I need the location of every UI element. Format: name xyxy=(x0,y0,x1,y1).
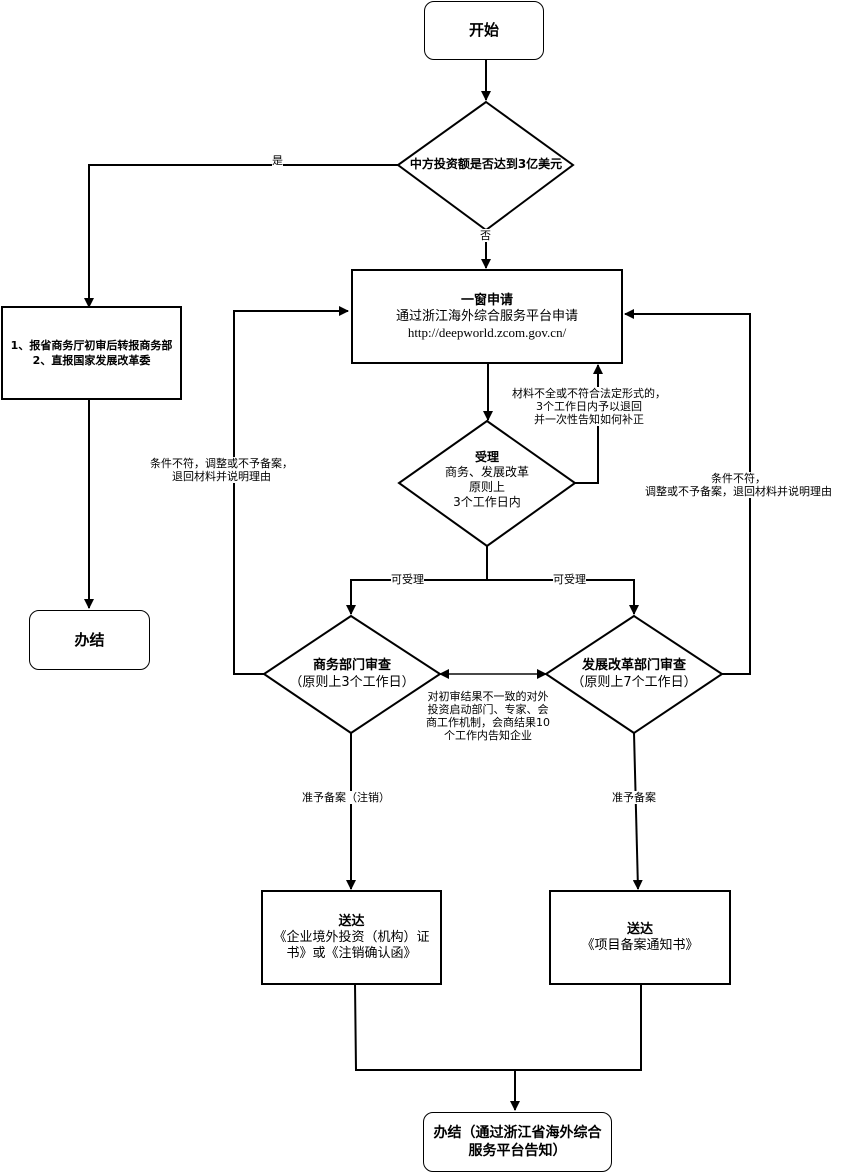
commerce-review-text: 商务部门审查 （原则上3个工作日） xyxy=(280,657,424,691)
edge-label-acceptable-right: 可受理 xyxy=(553,573,586,586)
edge-acceptable-right xyxy=(487,579,639,615)
right-reject-line-1: 条件不符， xyxy=(711,472,766,485)
accept-line-2: 原则上 xyxy=(468,480,505,494)
edge-label-yes: 是 xyxy=(272,154,283,167)
commerce-review-days: （原则上3个工作日） xyxy=(289,675,415,690)
end-final-line-2: 服务平台告知） xyxy=(468,1143,567,1159)
left-reject-line-2: 退回材料并说明理由 xyxy=(172,470,271,483)
edge-label-left-reject: 条件不符，调整或不予备案， 退回材料并说明理由 xyxy=(150,457,293,483)
left-reject-line-1: 条件不符，调整或不予备案， xyxy=(150,457,293,470)
end-left-node: 办结 xyxy=(29,610,150,670)
deliver-left-title: 送达 xyxy=(338,913,365,929)
apply-url: http://deepworld.zcom.gov.cn/ xyxy=(407,324,567,340)
report-box: 1、报省商务厅初审后转报商务部 2、直报国家发展改革委 xyxy=(1,306,182,400)
ndrc-review-days: （原则上7个工作日） xyxy=(571,675,697,690)
edge-label-incomplete: 材料不全或不符合法定形式的， 3个工作日内予以退回 并一次性告知如何补正 xyxy=(512,387,666,426)
edge-left-reject xyxy=(233,306,349,675)
inconsistent-line-3: 商工作机制，会商结果10 xyxy=(426,716,550,729)
deliver-left-line-1: 《企业境外投资（机构）证 xyxy=(273,929,430,945)
accept-line-1: 商务、发展改革 xyxy=(444,465,529,479)
inconsistent-line-1: 对初审结果不一致的对外 xyxy=(427,690,549,703)
edge-label-approve: 准予备案 xyxy=(612,791,656,804)
edge-label-right-reject: 条件不符， 调整或不予备案，退回材料并说明理由 xyxy=(645,472,832,498)
edge-approve xyxy=(632,732,643,890)
commerce-review-title: 商务部门审查 xyxy=(312,658,391,673)
incomplete-line-1: 材料不全或不符合法定形式的， xyxy=(512,387,666,400)
report-line-2: 2、直报国家发展改革委 xyxy=(32,354,151,367)
incomplete-line-2: 3个工作日内予以退回 xyxy=(536,400,642,413)
edge-label-no: 否 xyxy=(480,229,491,242)
start-label: 开始 xyxy=(468,21,499,39)
apply-box: 一窗申请 通过浙江海外综合服务平台申请 http://deepworld.zco… xyxy=(351,269,623,364)
end-left-label: 办结 xyxy=(74,630,105,649)
inconsistent-line-4: 个工作内告知企业 xyxy=(444,729,532,742)
edge-label-acceptable-left: 可受理 xyxy=(391,573,424,586)
deliver-left-box: 送达 《企业境外投资（机构）证 书》或《注销确认函》 xyxy=(261,890,442,985)
deliver-right-line-1: 《项目备案通知书》 xyxy=(581,937,699,953)
deliver-left-line-2: 书》或《注销确认函》 xyxy=(286,945,417,961)
edge-merge xyxy=(354,983,642,1071)
apply-line-1: 通过浙江海外综合服务平台申请 xyxy=(395,308,578,324)
end-final-node: 办结（通过浙江省海外综合 服务平台告知） xyxy=(423,1112,612,1172)
end-final-line-1: 办结（通过浙江省海外综合 xyxy=(433,1125,602,1141)
right-reject-line-2: 调整或不予备案，退回材料并说明理由 xyxy=(645,485,832,498)
incomplete-line-3: 并一次性告知如何补正 xyxy=(534,413,644,426)
deliver-right-box: 送达 《项目备案通知书》 xyxy=(549,890,731,985)
deliver-right-title: 送达 xyxy=(626,921,653,937)
ndrc-review-text: 发展改革部门审查 （原则上7个工作日） xyxy=(562,657,706,691)
inconsistent-line-2: 投资启动部门、专家、会 xyxy=(427,703,549,716)
accept-title: 受理 xyxy=(474,450,499,464)
start-node: 开始 xyxy=(424,1,544,60)
edge-yes xyxy=(84,164,398,308)
apply-title: 一窗申请 xyxy=(460,292,513,308)
edge-label-inconsistent: 对初审结果不一致的对外 投资启动部门、专家、会 商工作机制，会商结果10 个工作… xyxy=(426,690,550,742)
report-line-1: 1、报省商务厅初审后转报商务部 xyxy=(10,339,173,352)
accept-line-3: 3个工作日内 xyxy=(453,495,521,509)
edge-label-approve-cancel: 准予备案（注销） xyxy=(302,791,390,804)
ndrc-review-title: 发展改革部门审查 xyxy=(581,658,686,673)
accept-text: 受理 商务、发展改革 原则上 3个工作日内 xyxy=(420,450,554,510)
decision-amount-label: 中方投资额是否达到3亿美元 xyxy=(409,157,563,171)
